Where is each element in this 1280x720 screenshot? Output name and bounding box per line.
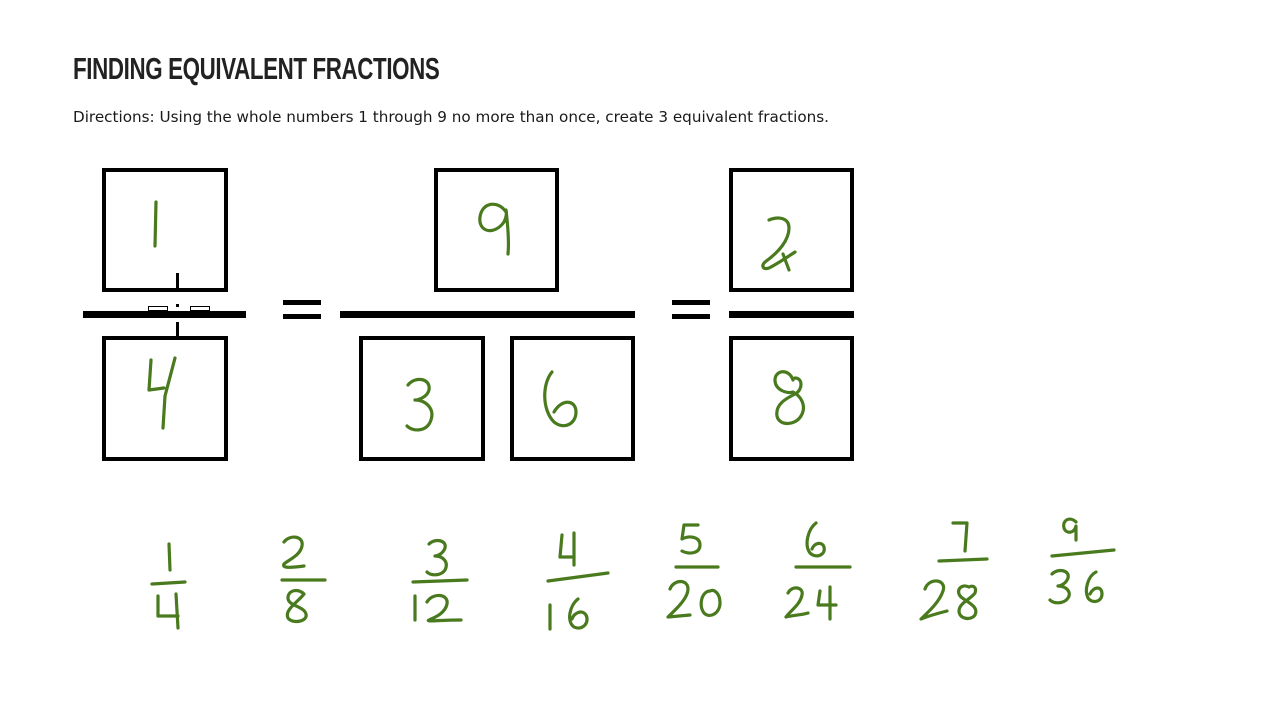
fraction-3-numerator-box[interactable]: 2	[729, 168, 854, 292]
handwritten-digit-8	[773, 370, 806, 426]
handwritten-fraction-5-20	[666, 523, 722, 619]
fraction-2-numerator-box[interactable]: 9	[434, 168, 559, 292]
fraction-3-bar	[729, 311, 854, 318]
cursor-artifact	[190, 306, 210, 311]
fraction-2-bar	[340, 311, 635, 318]
fraction-1-bar	[83, 311, 246, 318]
handwritten-fraction-7-28	[919, 521, 989, 621]
fraction-1-numerator-box[interactable]: 1	[102, 168, 228, 292]
page-title: Finding Equivalent Fractions	[73, 51, 440, 86]
handwritten-fraction-2-8	[280, 535, 327, 624]
handwritten-digit-3	[405, 377, 434, 432]
handwritten-digit-9	[478, 202, 510, 256]
cursor-artifact	[176, 273, 179, 291]
cursor-artifact	[148, 306, 168, 311]
fraction-1-denominator-box[interactable]: 4	[102, 336, 228, 461]
fraction-3-denominator-box[interactable]: 8	[729, 336, 854, 461]
equals-sign-2: =	[672, 300, 710, 320]
equals-sign-1: =	[283, 300, 321, 320]
handwritten-digit-6	[543, 370, 578, 428]
handwritten-digit-4	[147, 356, 177, 430]
fraction-2-denominator-ones-box[interactable]: 6	[510, 336, 635, 461]
cursor-artifact	[176, 304, 179, 307]
handwritten-fraction-3-12	[411, 538, 469, 623]
directions-text: Directions: Using the whole numbers 1 th…	[73, 108, 830, 126]
handwritten-digit-2	[761, 216, 797, 272]
handwritten-fraction-4-16	[546, 531, 610, 631]
fraction-2-denominator-tens-box[interactable]: 3	[359, 336, 485, 461]
handwritten-fraction-1-4	[150, 542, 187, 630]
handwritten-fraction-9-36	[1048, 517, 1116, 605]
cursor-artifact	[176, 322, 179, 340]
handwritten-digit-1	[153, 200, 158, 248]
handwritten-fraction-6-24	[784, 521, 852, 621]
